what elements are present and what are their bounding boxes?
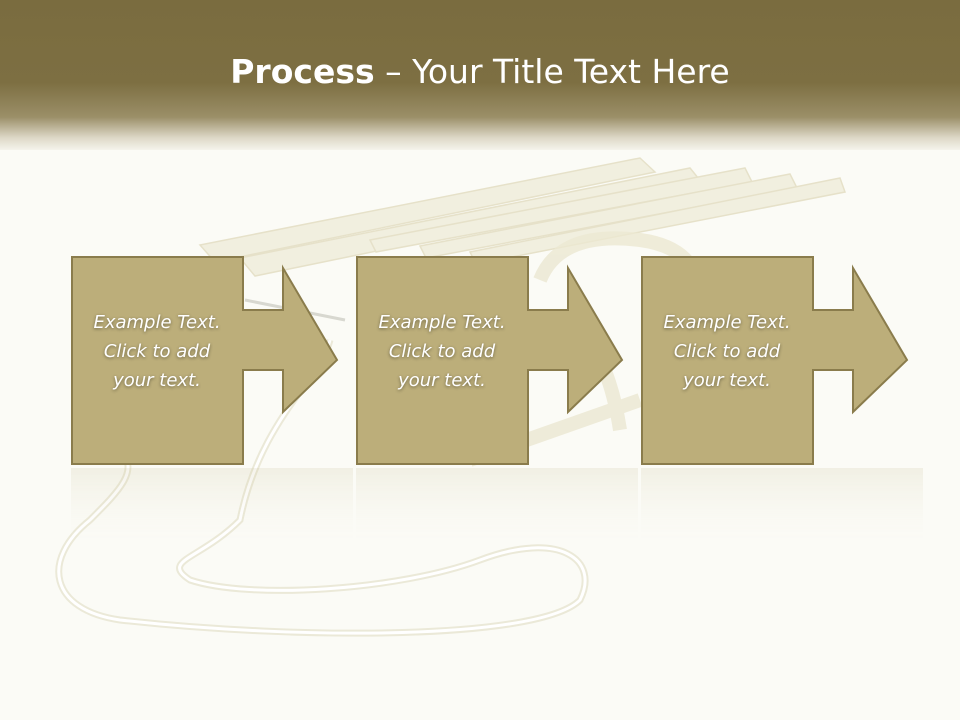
step-3-reflection — [641, 468, 923, 548]
slide-title[interactable]: Process – Your Title Text Here — [0, 52, 960, 91]
step-1-reflection — [71, 468, 353, 548]
step-2-reflection — [356, 468, 638, 548]
title-rest-text: – Your Title Text Here — [374, 52, 730, 91]
step-arrow-shape — [356, 256, 624, 465]
process-step-1[interactable]: Example Text. Click to add your text. — [71, 256, 353, 468]
title-bold-text: Process — [230, 52, 375, 91]
step-arrow-shape — [71, 256, 339, 465]
process-step-2[interactable]: Example Text. Click to add your text. — [356, 256, 638, 468]
step-text[interactable]: Example Text. Click to add your text. — [663, 312, 791, 391]
step-arrow-shape — [641, 256, 909, 465]
step-text[interactable]: Example Text. Click to add your text. — [378, 312, 506, 391]
step-text[interactable]: Example Text. Click to add your text. — [93, 312, 221, 391]
process-step-3[interactable]: Example Text. Click to add your text. — [641, 256, 923, 468]
title-banner — [0, 0, 960, 150]
